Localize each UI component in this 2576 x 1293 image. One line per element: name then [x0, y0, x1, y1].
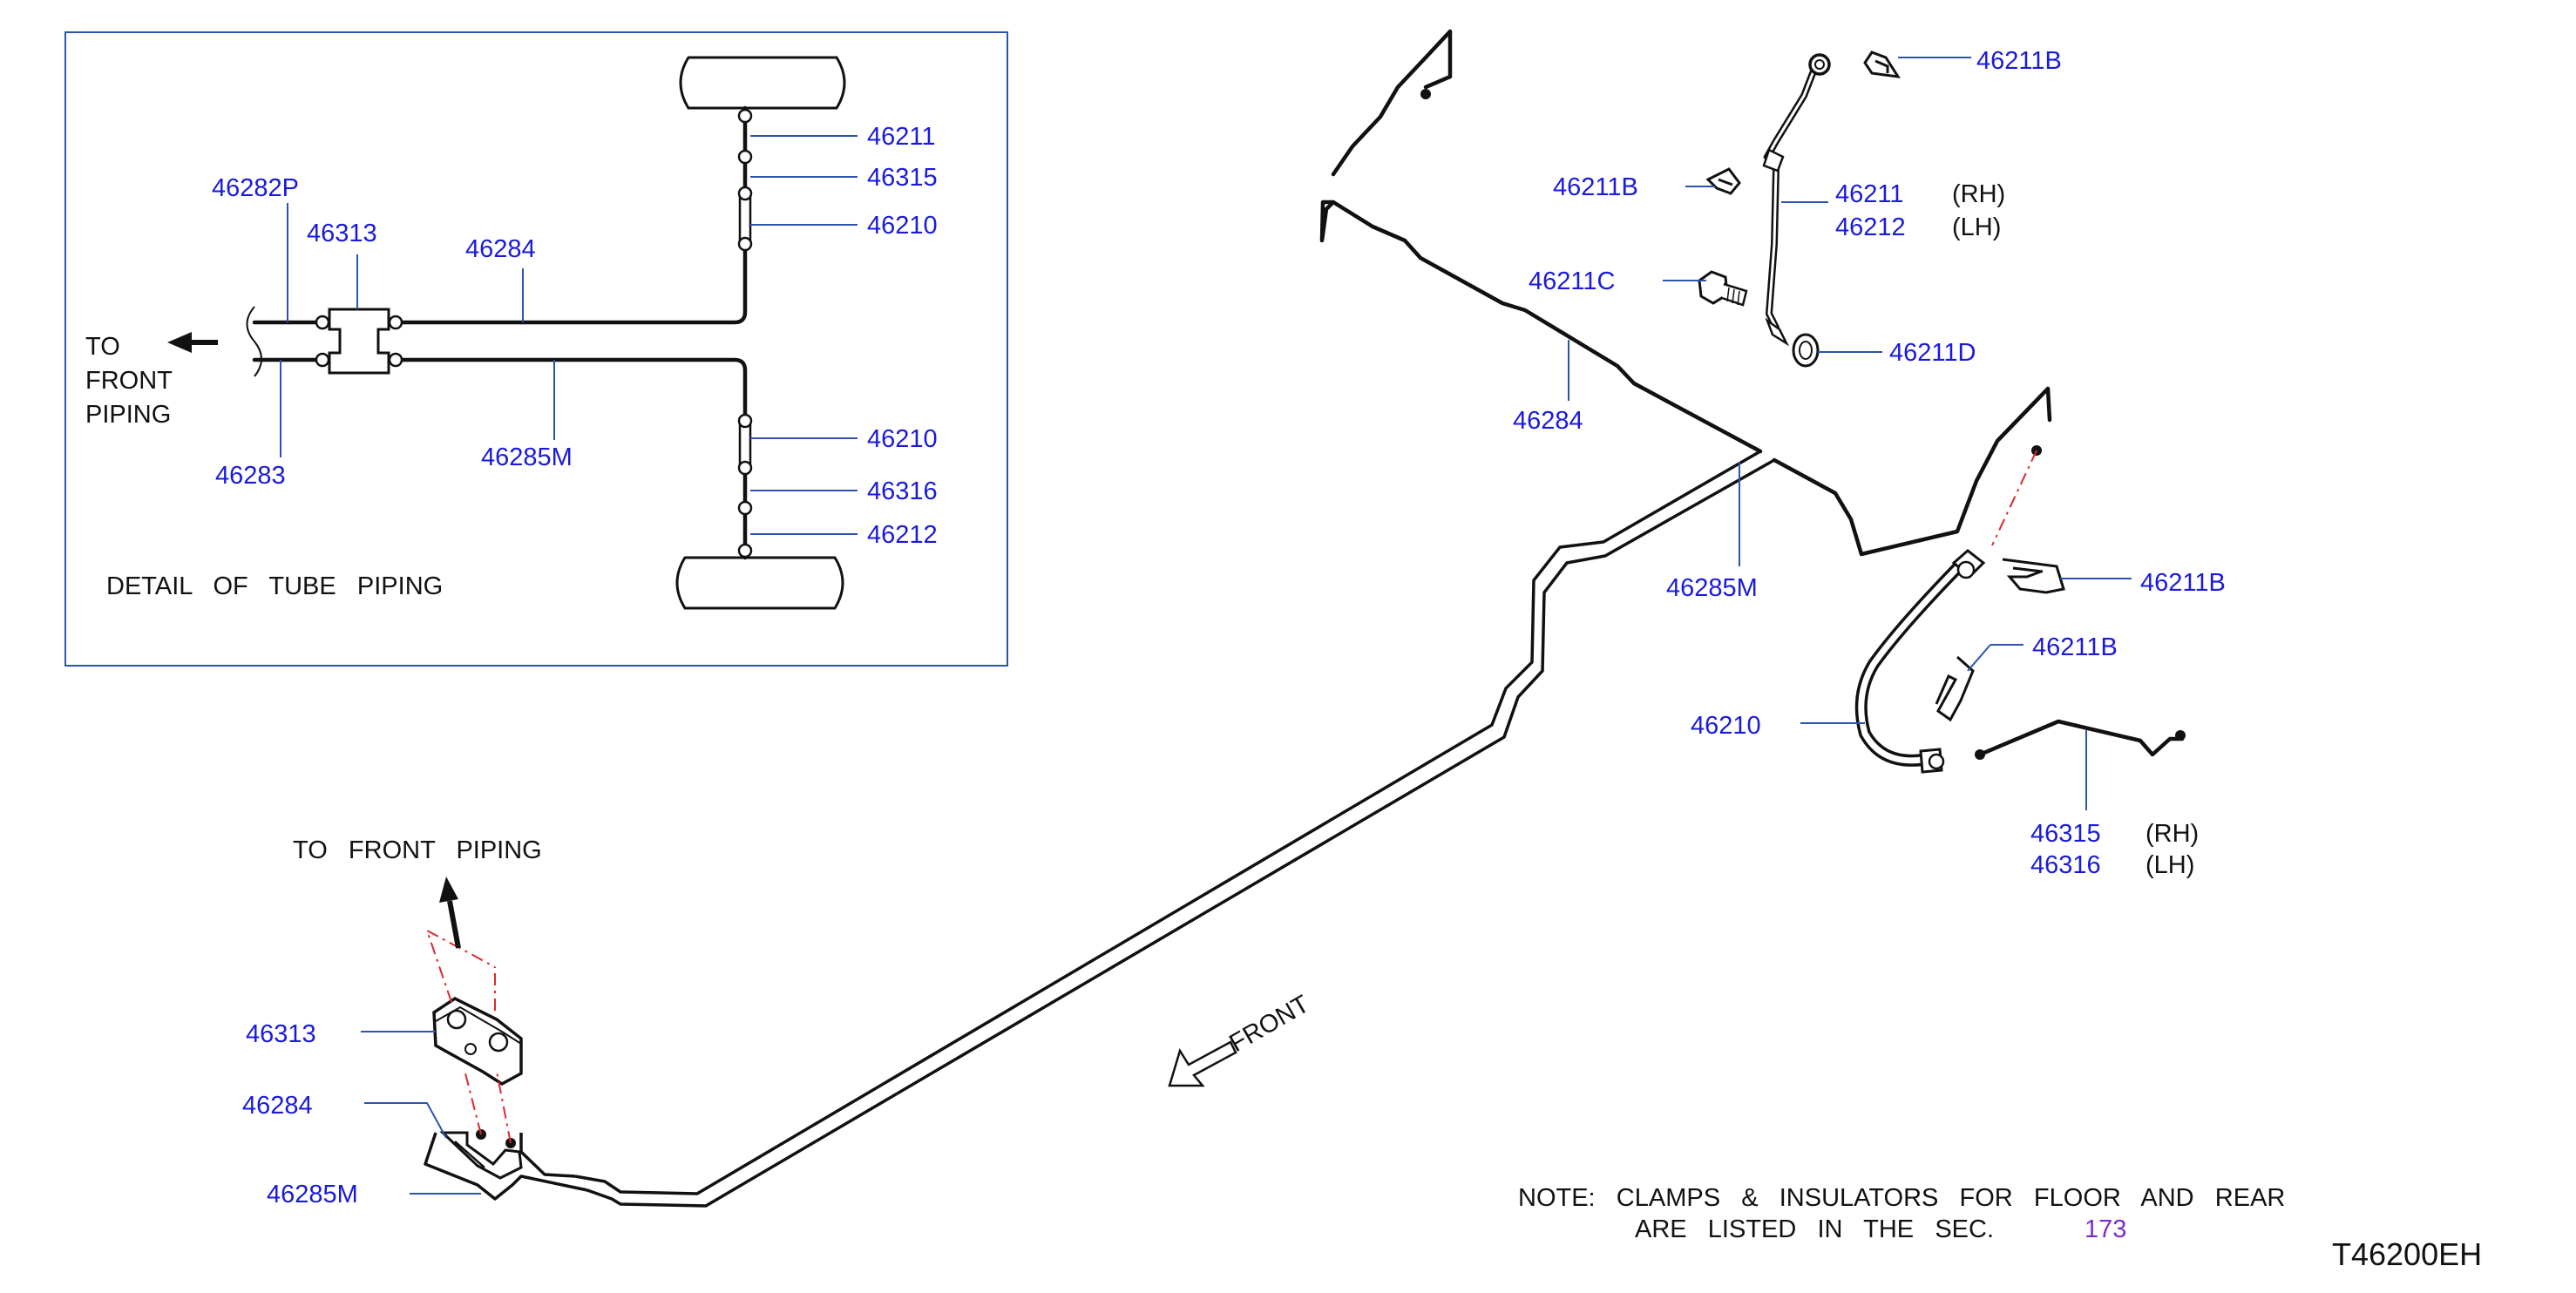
part-label-46211B: 46211B	[1976, 47, 2062, 75]
part-label-46282P: 46282P	[212, 174, 299, 202]
part-label-46283: 46283	[215, 462, 286, 490]
detail-frame	[64, 31, 1008, 667]
detail-node	[388, 352, 403, 368]
tube-46285M	[574, 450, 1761, 1195]
front-direction-arrow: FRONT	[1168, 990, 1315, 1087]
to-front-piping-text: TO	[85, 333, 120, 361]
detail-of-tube-piping-panel: 46282P 46313 46284 46283 46285M 46211 46…	[64, 31, 1008, 667]
washer-46211D	[1792, 333, 1820, 368]
junction-block-46313	[432, 996, 523, 1087]
part-label-46212: 46212	[867, 521, 938, 549]
part-label-46210: 46210	[1691, 712, 1761, 740]
tube-46315-46316	[1977, 719, 2185, 757]
side-label-rh: (RH)	[1952, 180, 2005, 208]
part-label-46313: 46313	[307, 220, 377, 247]
detail-node	[737, 543, 753, 558]
assembly-guide-line	[464, 1073, 482, 1135]
note-line-1: NOTE: CLAMPS & INSULATORS FOR FLOOR AND …	[1518, 1184, 2285, 1212]
to-front-piping-arrow-head	[439, 877, 458, 903]
detail-node	[737, 460, 753, 476]
part-label-46284: 46284	[465, 235, 536, 263]
part-label-46211D: 46211D	[1889, 339, 1976, 367]
part-label-46316: 46316	[867, 477, 938, 505]
part-label-46211B: 46211B	[2032, 633, 2118, 661]
brake-hose-46210	[1854, 549, 1986, 774]
part-label-46212: 46212	[1835, 213, 1906, 241]
to-front-piping-label: TO FRONT PIPING	[293, 836, 542, 864]
detail-wheel-bottom	[675, 556, 844, 610]
clip-46211B	[1863, 51, 1901, 78]
detail-node	[388, 315, 403, 330]
assembly-guide-line	[496, 1071, 512, 1144]
to-front-piping-text: PIPING	[85, 401, 171, 429]
assembly-guide-line	[1991, 450, 2037, 546]
tube-46284-end-upper	[1319, 200, 1336, 243]
detail-node	[737, 149, 753, 165]
part-label-46211C: 46211C	[1529, 267, 1615, 295]
drawing-code: T46200EH	[2332, 1236, 2482, 1272]
part-label-46313: 46313	[246, 1020, 316, 1048]
svg-text:FRONT: FRONT	[1225, 990, 1315, 1058]
part-label-46284: 46284	[242, 1092, 313, 1120]
detail-node	[315, 352, 330, 368]
part-label-46315: 46315	[2030, 820, 2101, 848]
detail-node	[737, 186, 753, 201]
detail-wheel-top	[679, 56, 846, 110]
clip-46211B	[1935, 655, 1975, 722]
part-label-46284: 46284	[1513, 407, 1583, 435]
detail-hose-upper	[738, 192, 752, 246]
detail-break-mark	[246, 306, 262, 377]
side-label-rh: (RH)	[2146, 820, 2199, 848]
detail-node	[737, 108, 753, 124]
note-line-2: ARE LISTED IN THE SEC.	[1635, 1215, 1994, 1243]
part-label-46285M: 46285M	[267, 1181, 358, 1208]
detail-title: DETAIL OF TUBE PIPING	[106, 572, 443, 600]
detail-arrow-to-front-head	[167, 332, 192, 353]
tube-46284-upper-bend	[1331, 29, 1453, 177]
detail-pipe-46285M	[391, 357, 748, 560]
tube-46285M-branch	[1772, 386, 2052, 557]
tube-46284-end	[424, 1132, 588, 1201]
detail-node	[315, 315, 330, 330]
to-front-piping-text: FRONT	[85, 367, 173, 395]
side-label-lh: (LH)	[1952, 213, 2001, 241]
to-front-piping-arrow	[447, 900, 461, 949]
part-label-46315: 46315	[867, 164, 938, 192]
detail-node	[737, 500, 753, 516]
bolt-46211C	[1698, 270, 1748, 307]
leader-line	[1967, 644, 2024, 672]
part-label-46285M: 46285M	[1666, 574, 1758, 602]
leader-line	[364, 1102, 447, 1139]
part-label-46316: 46316	[2030, 851, 2101, 879]
detail-pipe-46284	[391, 105, 748, 325]
tube-end-dot	[2175, 730, 2186, 741]
part-label-46211: 46211	[867, 123, 936, 151]
part-label-46210: 46210	[867, 425, 938, 453]
clip-46211B	[2002, 558, 2065, 594]
part-label-46211B: 46211B	[2140, 569, 2226, 597]
tube-46284-lower	[586, 458, 1775, 1208]
detail-junction-46313	[328, 308, 390, 375]
section-reference-link[interactable]: 173	[2085, 1215, 2126, 1243]
brake-hose-46211	[1762, 53, 1831, 347]
part-label-46211B: 46211B	[1553, 173, 1638, 201]
front-clamp-inner	[454, 1141, 485, 1168]
front-clamp	[439, 1131, 523, 1180]
tube-end-dot	[1420, 89, 1431, 99]
detail-node	[737, 413, 753, 429]
main-assembly: FRONT	[242, 29, 2482, 1272]
part-label-46210: 46210	[867, 212, 938, 240]
clip-46211B	[1705, 167, 1741, 195]
assembly-guide-line	[425, 928, 496, 1003]
tube-46285M-end	[519, 1133, 576, 1178]
side-label-lh: (LH)	[2146, 851, 2194, 879]
tube-end-dot	[1975, 749, 1985, 760]
tube-46284	[1331, 200, 1763, 454]
detail-node	[737, 236, 753, 252]
part-label-46285M: 46285M	[481, 443, 573, 471]
part-label-46211: 46211	[1835, 180, 1904, 208]
